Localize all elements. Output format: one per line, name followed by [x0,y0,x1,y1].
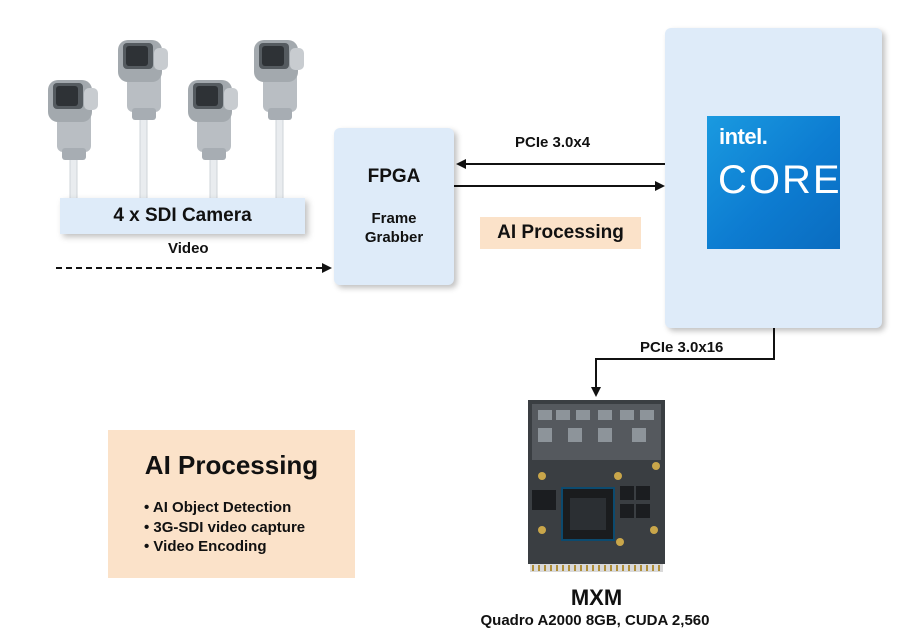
fpga-subtitle-line1: Frame [371,210,417,227]
list-item: 3G-SDI video capture [144,518,305,538]
mxm-description: Quadro A2000 8GB, CUDA 2,560 [480,612,710,629]
ai-processing-tag-text: AI Processing [497,222,624,243]
intel-core-logo-icon [707,116,840,249]
fpga-box [334,128,454,285]
ai-feature-list: AI Object Detection 3G-SDI video capture… [144,498,305,557]
ai-processing-box-title: AI Processing [144,450,319,480]
intel-brand-text: intel. [719,124,768,149]
pcie-x4-label: PCIe 3.0x4 [515,134,591,151]
ai-processing-tag: AI Processing [480,217,641,249]
fpga-title: FPGA [367,166,421,187]
pcie-x16-arrow [591,328,775,397]
mxm-gpu-board-image [528,400,665,572]
fpga-subtitle-line2: Grabber [364,229,424,246]
mxm-title: MXM [570,585,623,610]
list-item: AI Object Detection [144,498,305,518]
video-link-label: Video [168,240,209,257]
pcie-x16-label: PCIe 3.0x16 [640,339,724,356]
list-item: Video Encoding [144,537,305,557]
camera-label-text: 4 x SDI Camera [113,205,252,226]
camera-label: 4 x SDI Camera [60,198,305,234]
core-product-text: CORE [718,158,842,202]
fpga-subtitle: Frame Grabber [334,209,454,247]
